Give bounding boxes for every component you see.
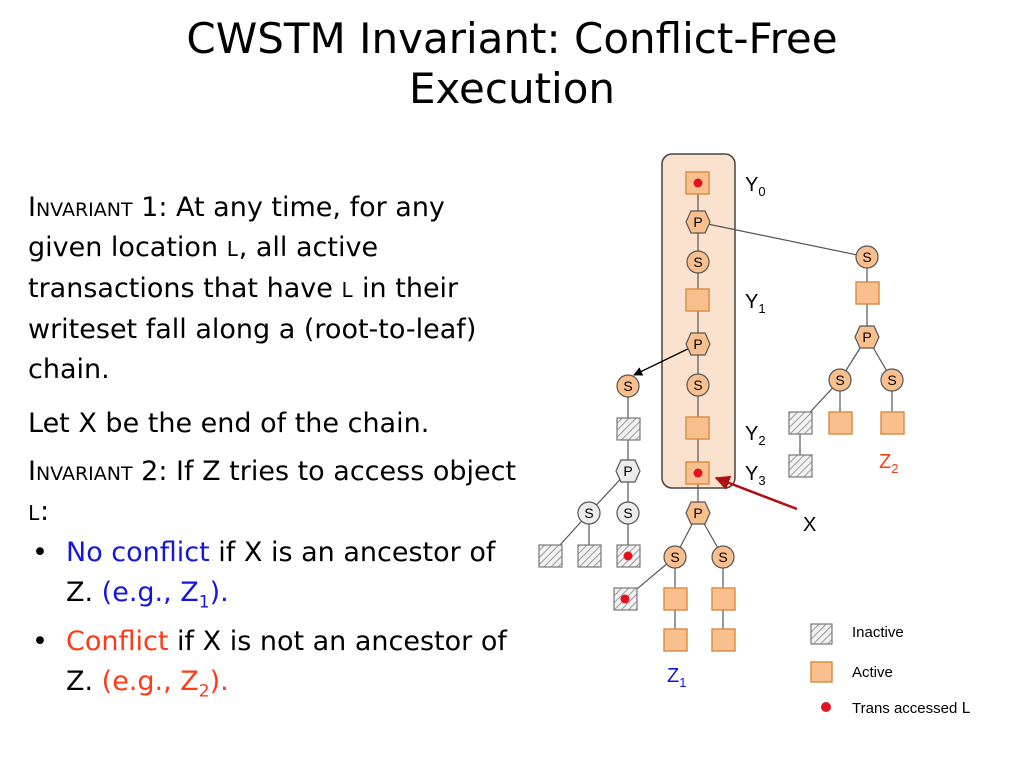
p-node — [685, 332, 711, 356]
let-x-text: Let X be the end of the chain. — [28, 408, 430, 439]
s-node-label: S — [623, 378, 632, 394]
inactive-node — [577, 544, 602, 568]
active-node — [711, 628, 736, 652]
active-node — [828, 411, 853, 435]
invariant-1: Invariant 1: At any time, for any given … — [28, 188, 518, 390]
red-dot-y0 — [693, 178, 703, 188]
invariant-2-text: 2: If Z tries to access object — [132, 456, 517, 487]
red-dot — [623, 551, 633, 561]
label-y1: Y1 — [745, 291, 766, 316]
s-node-label: S — [693, 254, 702, 270]
s-node-inactive — [577, 501, 601, 525]
invariant-1-head: Invariant — [28, 192, 133, 223]
p-node — [685, 501, 711, 525]
p-node-label: P — [623, 463, 632, 479]
label-y3: Y3 — [745, 463, 766, 488]
inactive-node — [788, 454, 813, 478]
label-y2: Y2 — [745, 423, 766, 448]
no-conflict-text: if X is an ancestor of Z. — [66, 537, 496, 608]
conflict-text: if X is not an ancestor of Z. — [66, 626, 507, 698]
s-node — [686, 373, 710, 397]
node-y1 — [685, 288, 710, 312]
s-node-label: S — [862, 249, 871, 265]
invariant-1-text-b: , all active transactions that have — [28, 232, 379, 304]
invariant-1-text-a: 1: At any time, for any given location — [28, 192, 445, 263]
inactive-node — [788, 411, 813, 435]
p-node-label: P — [862, 329, 871, 345]
conflict-example: (e.g., Z2). — [101, 666, 229, 702]
node-y2 — [685, 416, 710, 440]
p-node — [685, 210, 711, 234]
legend-accessed-label: Trans accessed L — [852, 699, 971, 717]
s-node-label: S — [835, 372, 844, 388]
active-node — [663, 587, 688, 611]
invariant-1-text-c: in their writeset fall along a (root-to-… — [28, 273, 477, 385]
legend-red-dot — [821, 702, 831, 712]
p-node-label: P — [693, 505, 702, 521]
label-x: X — [803, 514, 816, 536]
location-l: L — [226, 237, 239, 261]
bullet-conflict: Conflict if X is not an ancestor of Z. (… — [28, 622, 518, 711]
invariant-2-colon: : — [40, 496, 50, 527]
spawn-arrow — [633, 343, 699, 376]
p-node — [854, 325, 880, 349]
title-line-1: CWSTM Invariant: Conflict-Free — [186, 14, 838, 63]
s-node-inactive — [616, 501, 640, 525]
legend-active-label: Active — [852, 664, 893, 681]
s-node-label: S — [693, 377, 702, 393]
location-l: L — [341, 278, 354, 302]
red-dot-y3 — [693, 468, 703, 478]
label-z2: Z2 — [879, 451, 898, 476]
slide-body: Invariant 1: At any time, for any given … — [28, 188, 518, 712]
node-z2 — [880, 411, 905, 435]
s-node-label: S — [584, 505, 593, 521]
label-z1: Z1 — [667, 665, 686, 690]
bullet-no-conflict: No conflict if X is an ancestor of Z. (e… — [28, 533, 518, 622]
slide-title: CWSTM Invariant: Conflict-Free Execution — [0, 14, 1024, 114]
invariant-2-head: Invariant — [28, 456, 133, 487]
inactive-node — [538, 544, 563, 568]
x-pointer-arrow — [714, 475, 798, 511]
s-node-label: S — [670, 549, 679, 565]
case-list: No conflict if X is an ancestor of Z. (e… — [28, 533, 518, 712]
location-l: L — [28, 501, 41, 525]
legend: Inactive Active Trans accessed L — [810, 623, 971, 717]
p-node-label: P — [693, 336, 702, 352]
s-node — [880, 368, 904, 392]
p-node-label: P — [693, 214, 702, 230]
s-node-label: S — [887, 372, 896, 388]
invariant-2: Invariant 2: If Z tries to access object… — [28, 452, 518, 533]
no-conflict-example: (e.g., Z1). — [101, 577, 229, 613]
red-dot — [620, 594, 630, 604]
legend-inactive-swatch — [810, 623, 833, 645]
s-node-label: S — [718, 549, 727, 565]
s-node — [828, 368, 852, 392]
s-node — [616, 374, 640, 398]
label-y0: Y0 — [745, 174, 766, 199]
s-node — [663, 545, 687, 569]
title-line-2: Execution — [408, 64, 616, 113]
active-node — [855, 281, 880, 305]
inactive-node — [616, 417, 641, 441]
no-conflict-label: No conflict — [66, 537, 210, 568]
node-z1 — [663, 628, 688, 652]
s-node — [711, 545, 735, 569]
legend-active-swatch — [810, 661, 833, 683]
s-node — [686, 250, 710, 274]
s-node-label: S — [623, 505, 632, 521]
s-node — [855, 245, 879, 269]
active-node — [711, 587, 736, 611]
p-node-inactive — [615, 459, 641, 483]
conflict-label: Conflict — [66, 626, 169, 658]
legend-inactive-label: Inactive — [852, 624, 904, 641]
